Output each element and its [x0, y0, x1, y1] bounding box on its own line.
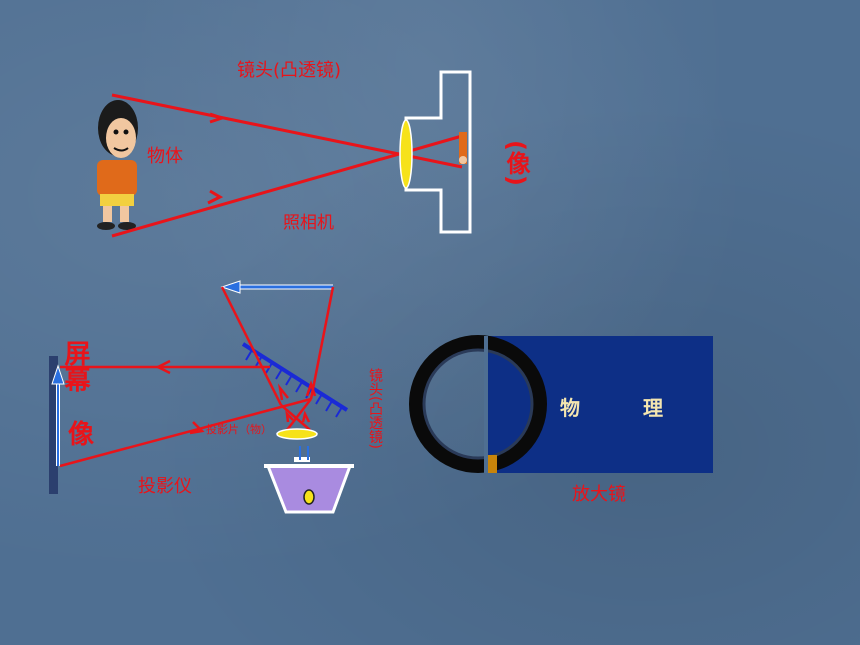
mirror	[241, 342, 349, 412]
camera-image-label: (像)	[502, 140, 530, 186]
projector-image-label: 像	[68, 420, 95, 450]
projector-rays	[59, 286, 335, 468]
object-label: 物体	[147, 146, 183, 167]
magnifier-handle	[488, 455, 497, 473]
projector-figure	[49, 280, 354, 514]
boy-object-figure	[97, 100, 138, 230]
camera-lens-label: 镜头(凸透镜)	[237, 60, 342, 81]
magnifier-rim	[409, 335, 547, 473]
camera-lens	[399, 119, 413, 189]
ray-arrow	[209, 112, 227, 124]
magnified-text: 物 理	[560, 396, 691, 420]
projector-lens-label: 镜头(凸透镜)	[367, 368, 383, 449]
screen-image-arrow-head	[51, 364, 65, 385]
camera-label: 照相机	[283, 213, 334, 233]
slide	[294, 457, 310, 462]
projector-label: 投影仪	[138, 476, 192, 497]
slide-label: 投影片（物）	[206, 423, 272, 436]
camera-image-figure	[459, 132, 467, 164]
screen-label: 屏幕	[60, 340, 90, 392]
mirror-hatching	[245, 349, 343, 418]
magnifier-label: 放大镜	[572, 484, 626, 505]
lamp-bulb-icon	[303, 489, 315, 505]
ray-arrow	[207, 189, 224, 205]
screen-panel	[49, 356, 58, 494]
camera-body	[404, 70, 472, 234]
camera-figure	[97, 70, 472, 238]
lamp-housing	[265, 464, 353, 514]
projector-lens	[276, 428, 318, 440]
magnifier-figure	[409, 335, 713, 473]
